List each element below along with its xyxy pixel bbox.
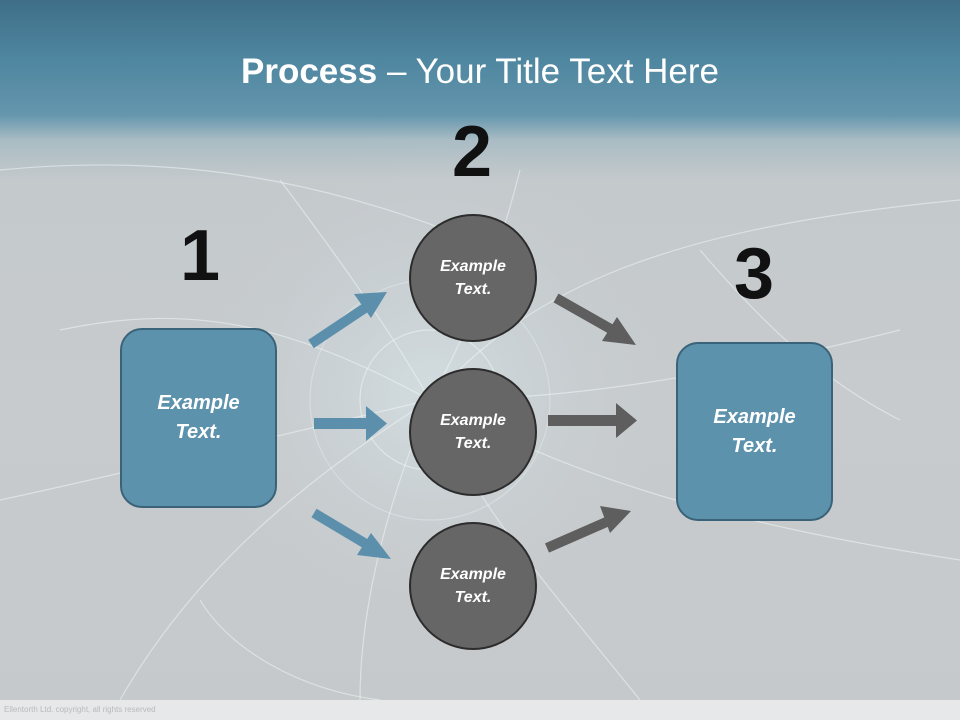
circle-3-text-line2: Text. [454,589,492,606]
step-number-3: 3 [733,234,775,314]
page-title: Process – Your Title Text Here [0,52,960,92]
circle-3-text-line1: Example [440,566,506,583]
footer-text: Ellentorth Ltd. copyright, all rights re… [4,705,156,714]
circle-2-text-line1: Example [440,412,506,429]
footer-bar: Ellentorth Ltd. copyright, all rights re… [0,700,960,720]
circle-2-text-line2: Text. [454,435,492,452]
arrow-1-to-top [308,292,387,349]
arrow-1-to-bottom [311,508,391,559]
step-number-1: 1 [179,216,221,296]
step-1-text-line2: Text. [175,421,222,443]
arrow-bottom-to-3 [544,506,631,553]
step-1-text-line1: Example [157,392,240,414]
arrow-top-to-3 [553,293,636,345]
step-3-text-line2: Text. [731,434,778,457]
arrow-middle-to-3 [548,403,637,438]
arrow-1-to-middle [314,406,387,441]
circle-1-text-line1: Example [440,258,506,275]
step-3-text-line1: Example [713,405,796,428]
circle-1-text-line2: Text. [454,281,492,298]
title-rest: – Your Title Text Here [377,52,719,91]
title-bold: Process [241,52,378,91]
step-number-2: 2 [451,112,493,192]
